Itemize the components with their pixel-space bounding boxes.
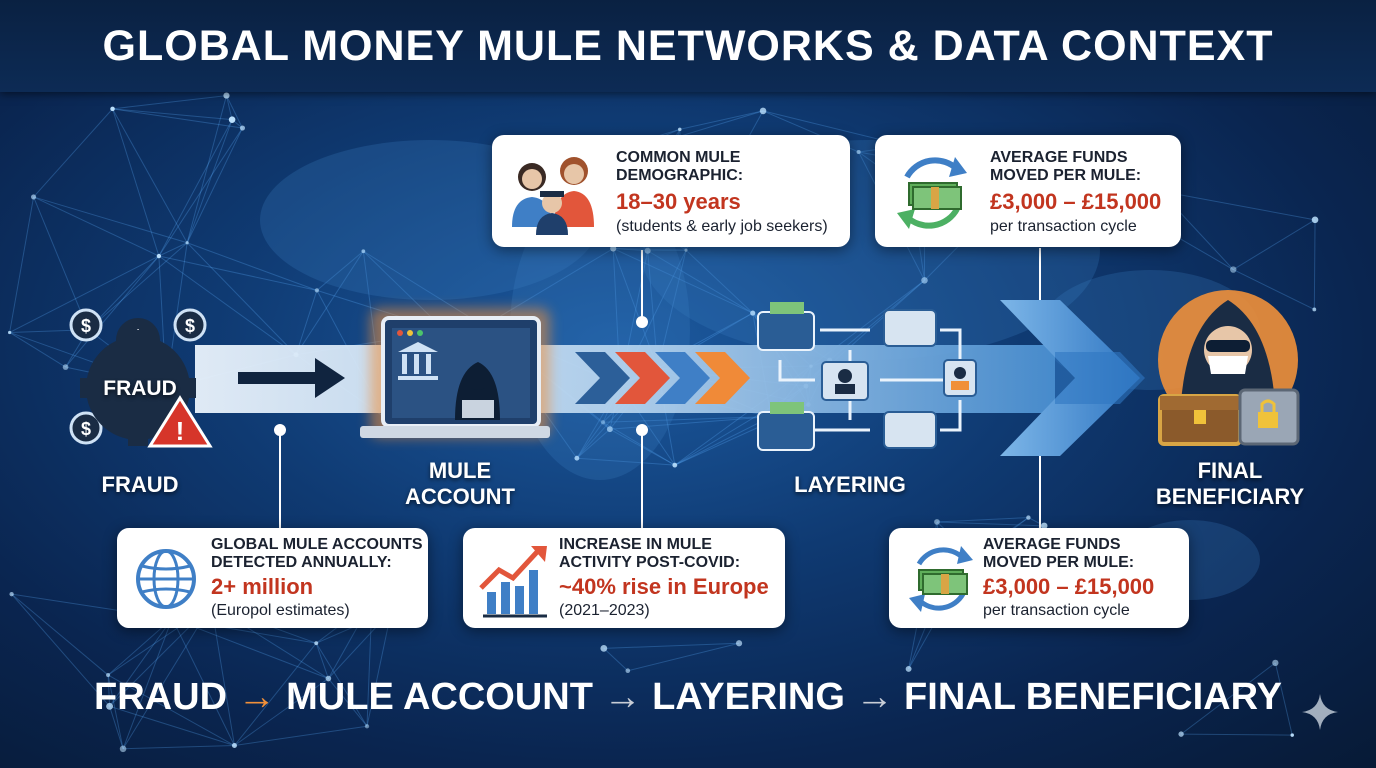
warning-icon: ! <box>147 395 213 448</box>
increase-note: (2021–2023) <box>559 602 650 619</box>
fraud-arrow <box>238 358 345 398</box>
sparkle-icon <box>1302 694 1338 730</box>
increase-value: ~40% rise in Europe <box>559 574 769 599</box>
safe-icon <box>1238 388 1300 446</box>
demographic-note: (students & early job seekers) <box>616 218 828 235</box>
demographic-heading: COMMON MULE DEMOGRAPHIC: <box>616 149 743 185</box>
laptop-hacker-icon <box>360 308 550 438</box>
layering-network <box>778 328 962 432</box>
treasure-chest-icon <box>1158 394 1242 446</box>
card-funds-top: AVERAGE FUNDS MOVED PER MULE: £3,000 – £… <box>875 135 1181 247</box>
demographic-heading-1: COMMON MULE <box>616 149 741 166</box>
funds-bottom-heading: AVERAGE FUNDS MOVED PER MULE: <box>983 536 1134 572</box>
funds-top-note: per transaction cycle <box>990 218 1137 235</box>
bottom-arrow-1: → <box>237 676 276 718</box>
dollar-gear-icon: $ $ $ $ <box>69 308 207 446</box>
funds-bottom-heading-2: MOVED PER MULE: <box>983 554 1135 571</box>
bottom-step-layering: LAYERING <box>652 676 845 718</box>
funds-top-heading: AVERAGE FUNDS MOVED PER MULE: <box>990 149 1141 185</box>
bottom-step-final: FINAL BENEFICIARY <box>904 676 1282 718</box>
bottom-flow: FRAUD → MULE ACCOUNT → LAYERING → FINAL … <box>0 676 1376 719</box>
bottom-step-mule: MULE ACCOUNT <box>286 676 593 718</box>
demographic-heading-2: DEMOGRAPHIC: <box>616 167 744 184</box>
funds-top-value: £3,000 – £15,000 <box>990 189 1162 214</box>
card-demographic: COMMON MULE DEMOGRAPHIC: 18–30 years (st… <box>492 135 850 247</box>
increase-heading-2: ACTIVITY POST-COVID: <box>559 554 741 571</box>
global-heading: GLOBAL MULE ACCOUNTS DETECTED ANNUALLY: <box>211 536 423 572</box>
global-heading-1: GLOBAL MULE ACCOUNTS <box>211 536 423 553</box>
stage-final-line2: BENEFICIARY <box>1155 484 1305 509</box>
funds-top-heading-1: AVERAGE FUNDS <box>990 149 1128 166</box>
global-value: 2+ million <box>211 574 314 599</box>
page-title: GLOBAL MONEY MULE NETWORKS & DATA CONTEX… <box>102 22 1274 70</box>
svg-text:$: $ <box>81 316 91 336</box>
svg-text:!: ! <box>176 416 185 446</box>
title-bar <box>0 0 1376 92</box>
svg-text:$: $ <box>81 419 91 439</box>
bottom-step-fraud: FRAUD <box>94 676 228 718</box>
demographic-value: 18–30 years <box>616 189 741 214</box>
people-icon <box>512 157 594 235</box>
svg-text:$: $ <box>185 316 195 336</box>
cash-cycle-icon <box>897 157 967 229</box>
bottom-arrow-3: → <box>855 676 894 718</box>
increase-heading-1: INCREASE IN MULE <box>559 536 712 553</box>
stage-fraud-label: FRAUD <box>101 472 179 497</box>
increase-heading: INCREASE IN MULE ACTIVITY POST-COVID: <box>559 536 740 572</box>
funds-bottom-heading-1: AVERAGE FUNDS <box>983 536 1121 553</box>
bottom-arrow-2: → <box>603 676 642 718</box>
cash-cycle-icon <box>909 546 973 612</box>
card-global-accounts: GLOBAL MULE ACCOUNTS DETECTED ANNUALLY: … <box>117 528 428 628</box>
trend-chart-icon <box>479 546 547 618</box>
stage-mule-line1: MULE <box>428 458 492 483</box>
card-increase: INCREASE IN MULE ACTIVITY POST-COVID: ~4… <box>463 528 785 628</box>
stage-final-label: FINAL BENEFICIARY <box>1150 458 1310 510</box>
wallet-icon <box>757 302 937 451</box>
chevron-arrows-icon <box>575 352 750 404</box>
stage-layering-label: LAYERING <box>794 472 906 497</box>
stage-mule-label: MULE ACCOUNT <box>380 458 540 510</box>
stage-mule-line2: ACCOUNT <box>405 484 515 509</box>
stage-final-line1: FINAL <box>1197 458 1263 483</box>
global-note: (Europol estimates) <box>211 602 350 619</box>
funds-top-heading-2: MOVED PER MULE: <box>990 167 1142 184</box>
person-card-icon <box>821 359 977 401</box>
funds-bottom-note: per transaction cycle <box>983 602 1130 619</box>
funds-bottom-value: £3,000 – £15,000 <box>983 574 1155 599</box>
global-heading-2: DETECTED ANNUALLY: <box>211 554 392 571</box>
globe-icon <box>136 549 196 609</box>
fraud-icon-label: FRAUD <box>103 377 177 400</box>
card-funds-bottom: AVERAGE FUNDS MOVED PER MULE: £3,000 – £… <box>889 528 1189 628</box>
